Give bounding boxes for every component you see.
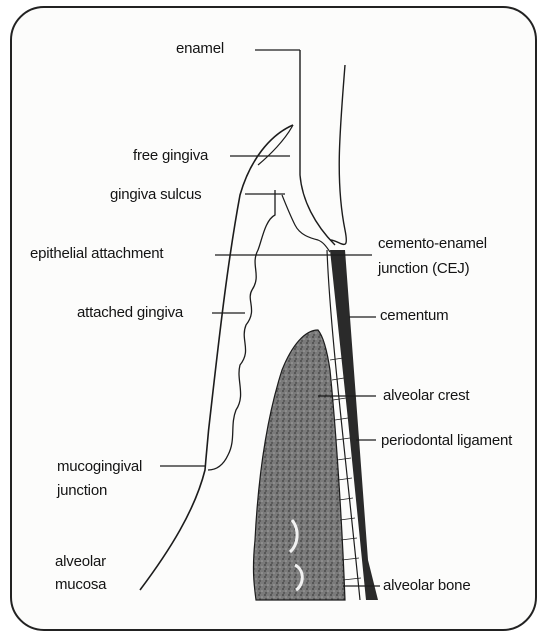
free-gingiva-tip — [258, 125, 293, 165]
label-alveolar-bone: alveolar bone — [383, 576, 470, 595]
label-alveolar-mucosa-line2: mucosa — [55, 575, 106, 594]
label-attached-gingiva: attached gingiva — [77, 303, 183, 322]
label-cementum: cementum — [380, 306, 448, 325]
label-gingiva-sulcus: gingiva sulcus — [110, 185, 201, 204]
label-alveolar-crest: alveolar crest — [383, 386, 469, 405]
label-epithelial-attachment: epithelial attachment — [30, 244, 163, 263]
label-mucogingival-junction-line2: junction — [57, 481, 107, 500]
label-free-gingiva: free gingiva — [133, 146, 208, 165]
epithelial-ridges — [208, 190, 275, 470]
label-alveolar-mucosa-line1: alveolar — [55, 552, 106, 571]
label-cej-line1: cemento-enamel — [378, 234, 487, 253]
crown-outline — [330, 65, 346, 244]
label-periodontal-ligament: periodontal ligament — [381, 431, 512, 450]
label-cej-line2: junction (CEJ) — [378, 259, 469, 278]
sulcus-ridges — [282, 195, 330, 252]
label-mucogingival-junction-line1: mucogingival — [57, 457, 142, 476]
enamel-inner-line — [300, 50, 335, 245]
label-enamel: enamel — [176, 39, 224, 58]
alveolar-bone — [253, 330, 345, 600]
